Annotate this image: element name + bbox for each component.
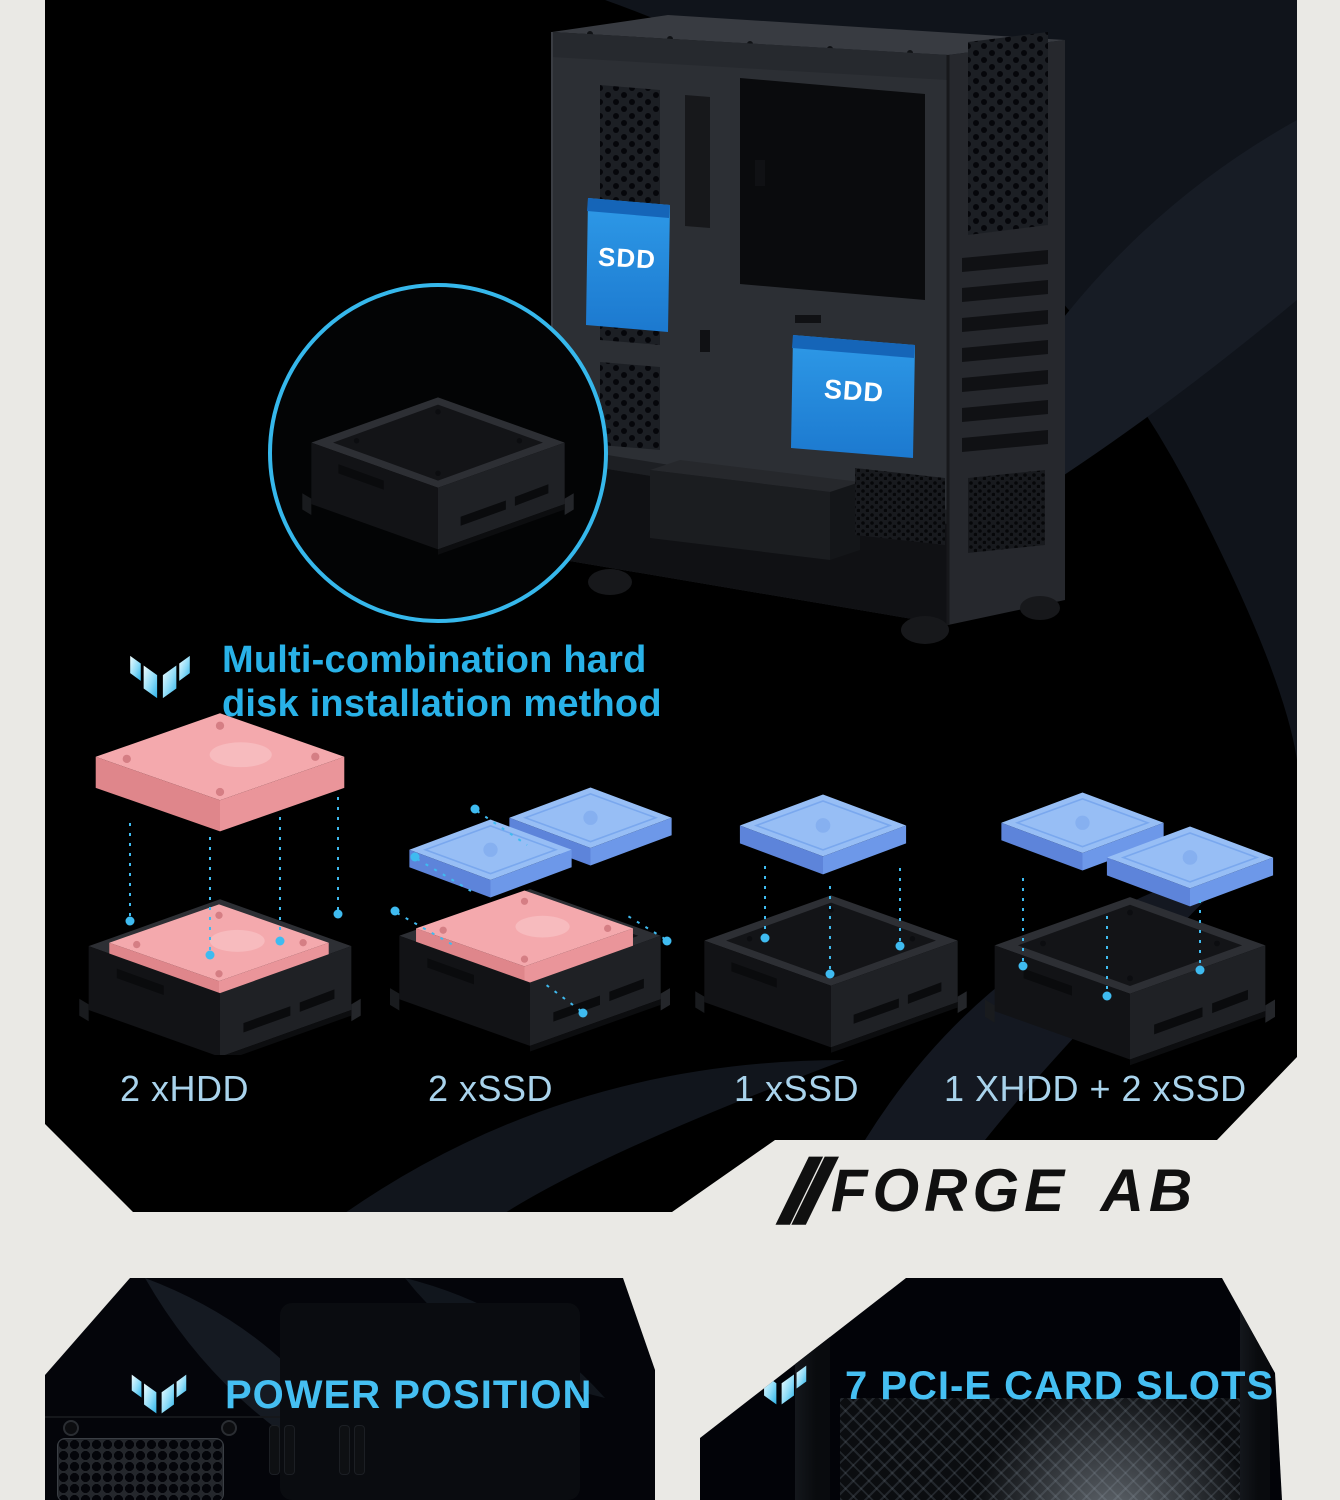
feature-title-line2: disk installation method — [222, 683, 662, 725]
bracket-inset-circle — [268, 283, 608, 623]
hero-section: SDD SDD Multi-combination hard disk inst… — [45, 0, 1297, 1212]
screw — [223, 1422, 235, 1434]
model-heading: // FORGE AB — [778, 1142, 1198, 1242]
vent-slot — [285, 1426, 294, 1474]
screw — [65, 1422, 77, 1434]
brand-logo-icon — [130, 655, 190, 699]
feature-title: Multi-combination hard disk installation… — [222, 638, 662, 726]
vent-slot — [340, 1426, 349, 1474]
pc-case-render — [551, 15, 1065, 644]
combo-label-1xssd: 1 xSSD — [734, 1068, 860, 1109]
ssd-sticker-1: SDD — [597, 241, 657, 275]
combo-label-2xhdd: 2 xHDD — [120, 1068, 250, 1109]
vent-slot — [270, 1426, 279, 1474]
combo-illustration-2xssd — [390, 786, 673, 1052]
combo-illustration-2xhdd — [79, 713, 361, 1055]
combo-label-1xhdd-2xssd: 1 XHDD + 2 xSSD — [944, 1068, 1247, 1109]
psu-vent-mesh — [57, 1438, 224, 1500]
power-position-title: POWER POSITION — [225, 1373, 593, 1417]
panel-seam — [45, 1416, 280, 1418]
section-power-position: POWER POSITION — [45, 1278, 655, 1500]
feature-title-line1: Multi-combination hard — [222, 639, 647, 681]
vent-slot — [355, 1426, 364, 1474]
combo-label-2xssd: 2 xSSD — [428, 1068, 554, 1109]
combo-illustration-1xhdd-2xssd — [985, 791, 1275, 1066]
section-pci-slots: 7 PCI-E CARD SLOTS — [700, 1278, 1282, 1500]
model-name: FORGE AB — [830, 1157, 1198, 1224]
combo-illustration-1xssd — [695, 793, 967, 1053]
brand-logo-icon — [751, 1365, 807, 1405]
brand-logo-icon — [131, 1374, 187, 1414]
pci-vent-mesh — [840, 1398, 1240, 1500]
pci-slots-title: 7 PCI-E CARD SLOTS — [845, 1364, 1275, 1408]
bracket-inset-illustration — [302, 397, 574, 555]
model-slashes: // — [778, 1142, 824, 1242]
case-rear-window — [280, 1303, 580, 1500]
